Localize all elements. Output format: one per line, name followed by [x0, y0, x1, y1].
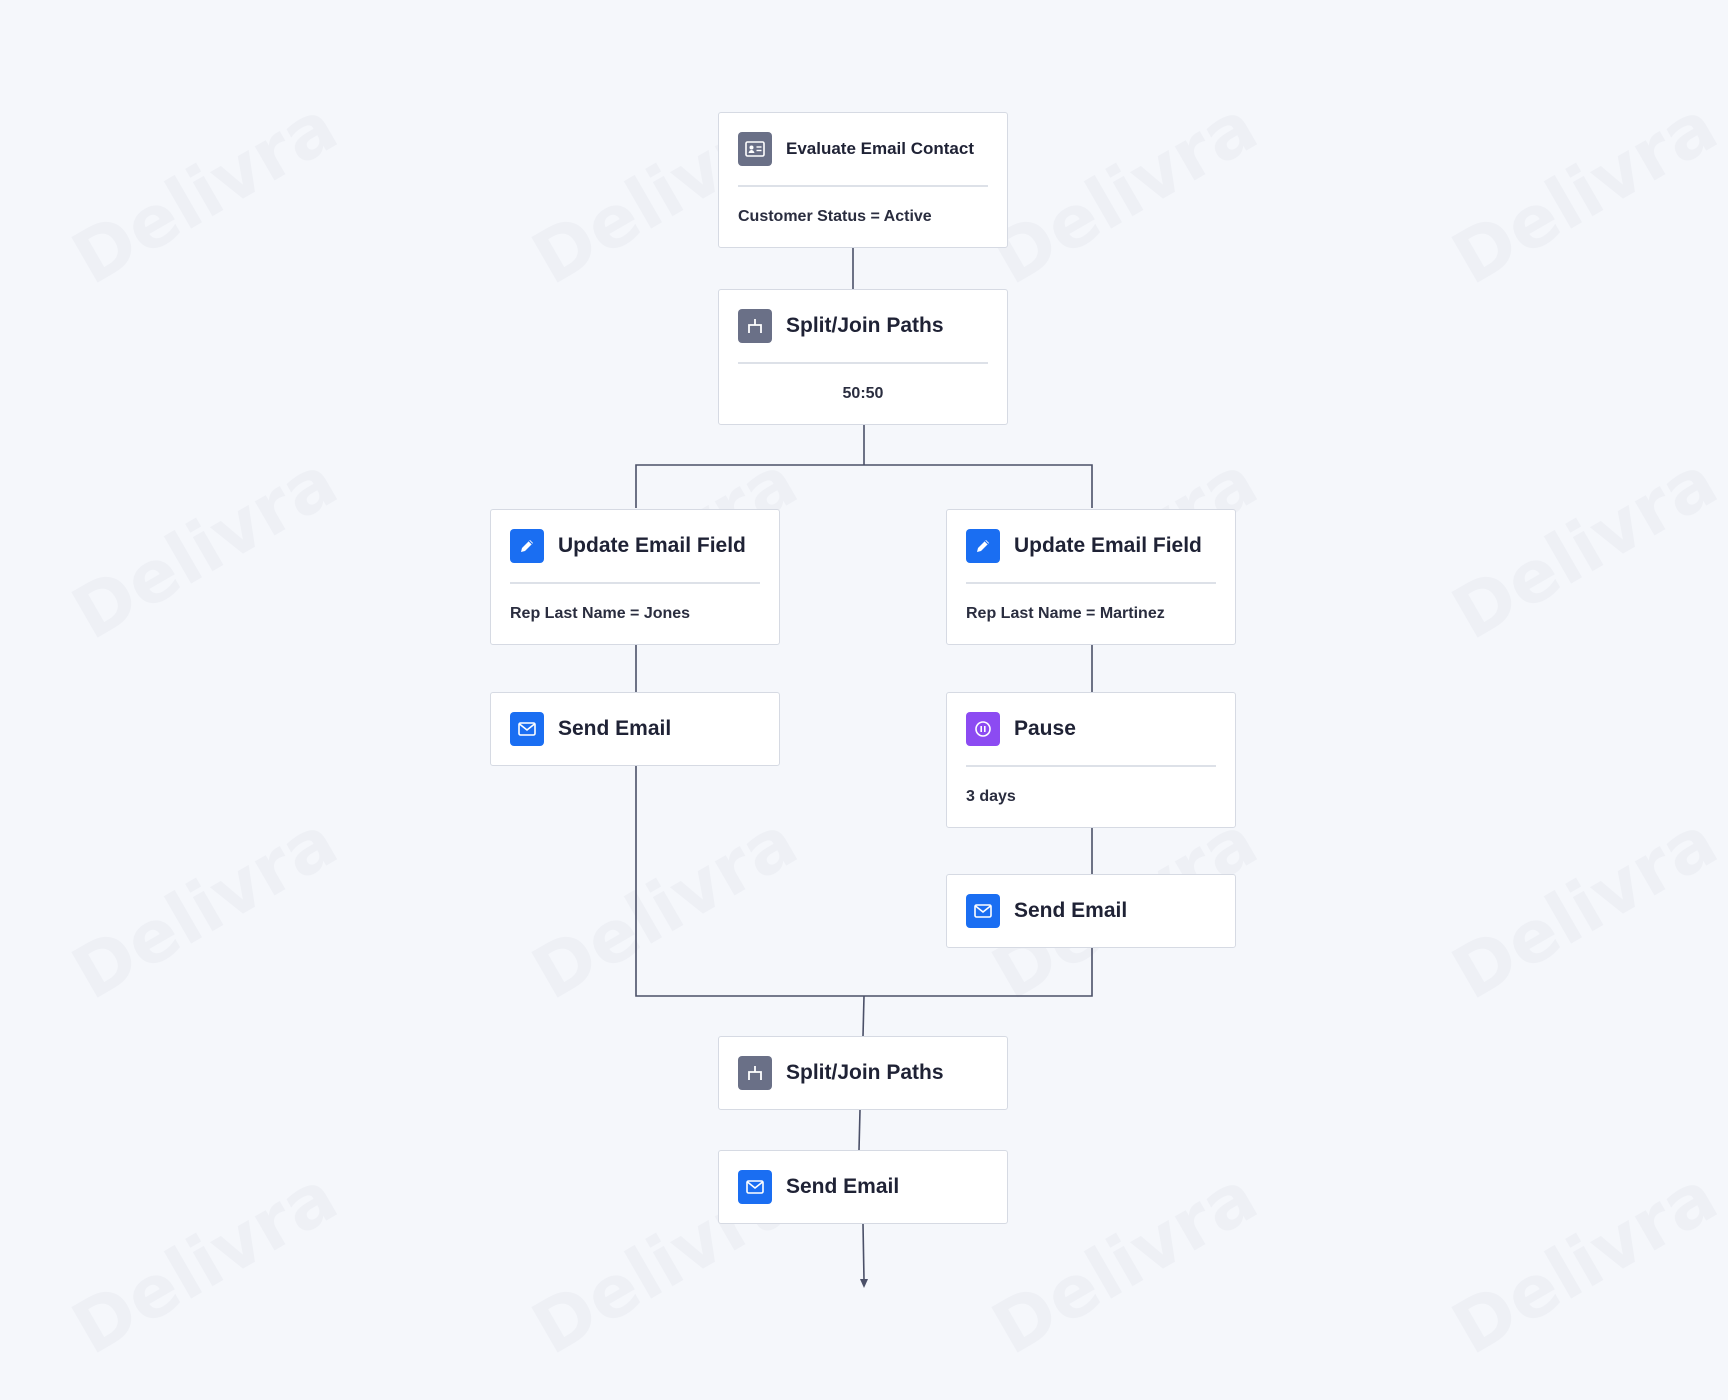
connector-branch-split — [635, 464, 1093, 508]
pause-icon — [966, 712, 1000, 746]
node-detail: Customer Status = Active — [738, 207, 932, 225]
node-title: Split/Join Paths — [786, 1061, 944, 1084]
node-title: Evaluate Email Contact — [786, 139, 975, 158]
pencil-icon — [510, 529, 544, 563]
node-send-email-left[interactable]: Send Email — [490, 692, 780, 766]
node-send-email-final[interactable]: Send Email — [718, 1150, 1008, 1224]
node-title: Update Email Field — [558, 534, 746, 557]
contact-card-icon — [738, 132, 772, 166]
split-join-icon — [738, 1056, 772, 1090]
divider — [738, 362, 988, 364]
node-detail: Rep Last Name = Martinez — [966, 604, 1165, 622]
divider — [966, 582, 1216, 584]
arrow-head — [860, 1279, 868, 1288]
envelope-icon — [966, 894, 1000, 928]
node-detail: 3 days — [966, 787, 1016, 805]
divider — [966, 765, 1216, 767]
node-pause[interactable]: Pause 3 days — [946, 692, 1236, 828]
node-split-join-paths[interactable]: Split/Join Paths 50:50 — [718, 289, 1008, 425]
node-title: Send Email — [1014, 899, 1128, 922]
split-join-icon — [738, 309, 772, 343]
node-title: Send Email — [786, 1175, 900, 1198]
envelope-icon — [738, 1170, 772, 1204]
node-evaluate-email-contact[interactable]: Evaluate Email Contact Customer Status =… — [718, 112, 1008, 248]
connector-exit — [862, 1223, 865, 1281]
node-detail: 50:50 — [842, 384, 884, 402]
envelope-icon — [510, 712, 544, 746]
connector-join-node — [862, 995, 865, 1037]
connector-join-send — [858, 1109, 861, 1151]
pencil-icon — [966, 529, 1000, 563]
divider — [510, 582, 760, 584]
divider — [738, 185, 988, 187]
node-title: Pause — [1014, 717, 1076, 740]
node-send-email-right[interactable]: Send Email — [946, 874, 1236, 948]
node-title: Split/Join Paths — [786, 314, 944, 337]
node-title: Update Email Field — [1014, 534, 1202, 557]
node-update-email-field-left[interactable]: Update Email Field Rep Last Name = Jones — [490, 509, 780, 645]
node-update-email-field-right[interactable]: Update Email Field Rep Last Name = Marti… — [946, 509, 1236, 645]
node-title: Send Email — [558, 717, 672, 740]
node-detail: Rep Last Name = Jones — [510, 604, 691, 622]
node-split-join-paths-join[interactable]: Split/Join Paths — [718, 1036, 1008, 1110]
